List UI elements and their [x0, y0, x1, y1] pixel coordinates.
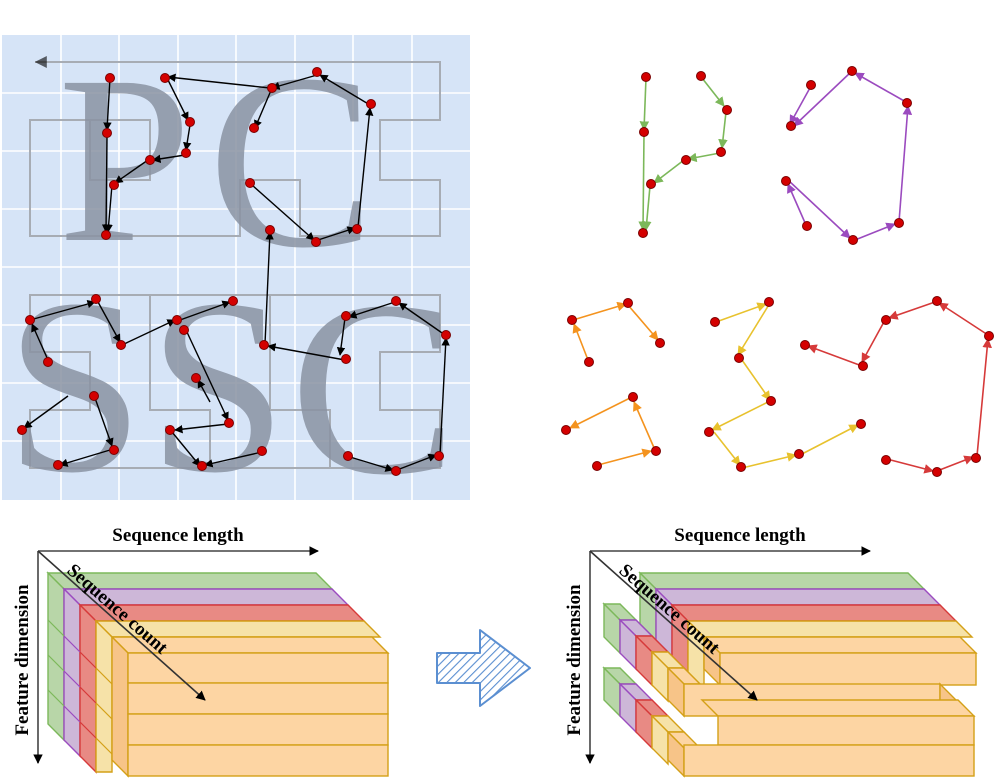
feature-dividers: [47, 619, 113, 755]
scan-points: [17, 67, 451, 476]
after-slab-yellow-shifted: [650, 650, 686, 766]
panel-grid: [2, 35, 470, 500]
after-slab-red-top: [670, 603, 958, 674]
after-orange-bars: [666, 635, 978, 778]
slab-yellow: [94, 619, 382, 773]
letter-c-top: C: [208, 23, 375, 300]
sequence-yellow: [711, 302, 859, 469]
after-slab-red-shifted: [634, 634, 670, 750]
label-feature-dimension-after: Feature dimension: [564, 584, 585, 736]
sequence-panel: [561, 66, 994, 477]
sequence-green: [638, 77, 728, 231]
scan-path-outline: [29, 61, 441, 469]
slab-orange: [110, 635, 390, 778]
axis-sequence-count: [37, 550, 206, 701]
letter-p: P: [58, 26, 191, 292]
sequence-points: [561, 66, 994, 477]
letter-panel: P C S S C: [2, 23, 470, 527]
tensor-after: Sequence length Feature dimension: [564, 525, 978, 778]
after-slab-green-shifted: [602, 602, 638, 718]
axis-sequence-count-after: [589, 550, 758, 701]
tensor-before: Sequence length Feature dimension: [12, 525, 390, 778]
scan-order-arrows: [23, 73, 450, 472]
after-slab-purple-top: [654, 587, 942, 658]
sequence-red: [807, 301, 992, 474]
after-slab-purple-shifted: [618, 618, 654, 734]
label-sequence-length: Sequence length: [112, 525, 244, 546]
sequence-orange: [569, 301, 659, 466]
sequence-purple: [787, 71, 913, 241]
after-slab-green-top: [638, 571, 926, 642]
label-feature-dimension: Feature dimension: [12, 584, 33, 736]
letter-s-2: S: [148, 248, 287, 525]
letter-c-bottom: C: [290, 250, 457, 527]
hatched-right-arrow-icon: [436, 629, 531, 707]
slab-red: [78, 603, 366, 774]
letter-s-1: S: [5, 248, 144, 525]
label-sequence-length-after: Sequence length: [674, 525, 806, 546]
